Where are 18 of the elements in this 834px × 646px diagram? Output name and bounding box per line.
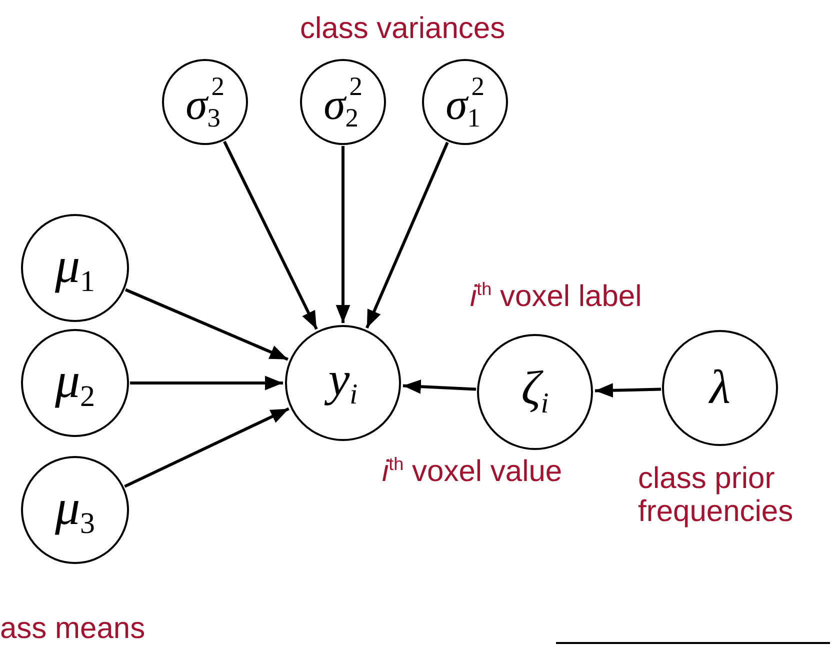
arrow — [366, 142, 449, 329]
arrow — [130, 376, 283, 390]
variable-symbol: μ$_{2}$ — [54, 354, 96, 412]
arrow — [594, 383, 662, 398]
arrow — [336, 146, 350, 323]
variable-symbol: λ — [710, 364, 730, 412]
arrow — [402, 379, 476, 394]
variable-symbol: μ$_{1}$ — [54, 240, 96, 296]
group-label: class variances — [300, 12, 506, 45]
node-caption: i$^{th}$ voxel label — [470, 280, 642, 313]
arrow — [223, 140, 318, 330]
node-caption: class prior frequencies — [638, 462, 794, 528]
arrow — [124, 288, 288, 361]
variable-symbol: ζ$_{i}$ — [521, 365, 549, 419]
group-label: ass means — [0, 612, 146, 645]
arrow — [124, 407, 290, 488]
variable-symbol: μ$_{3}$ — [54, 482, 96, 538]
node-caption: i$^{th}$ voxel value — [382, 455, 562, 488]
